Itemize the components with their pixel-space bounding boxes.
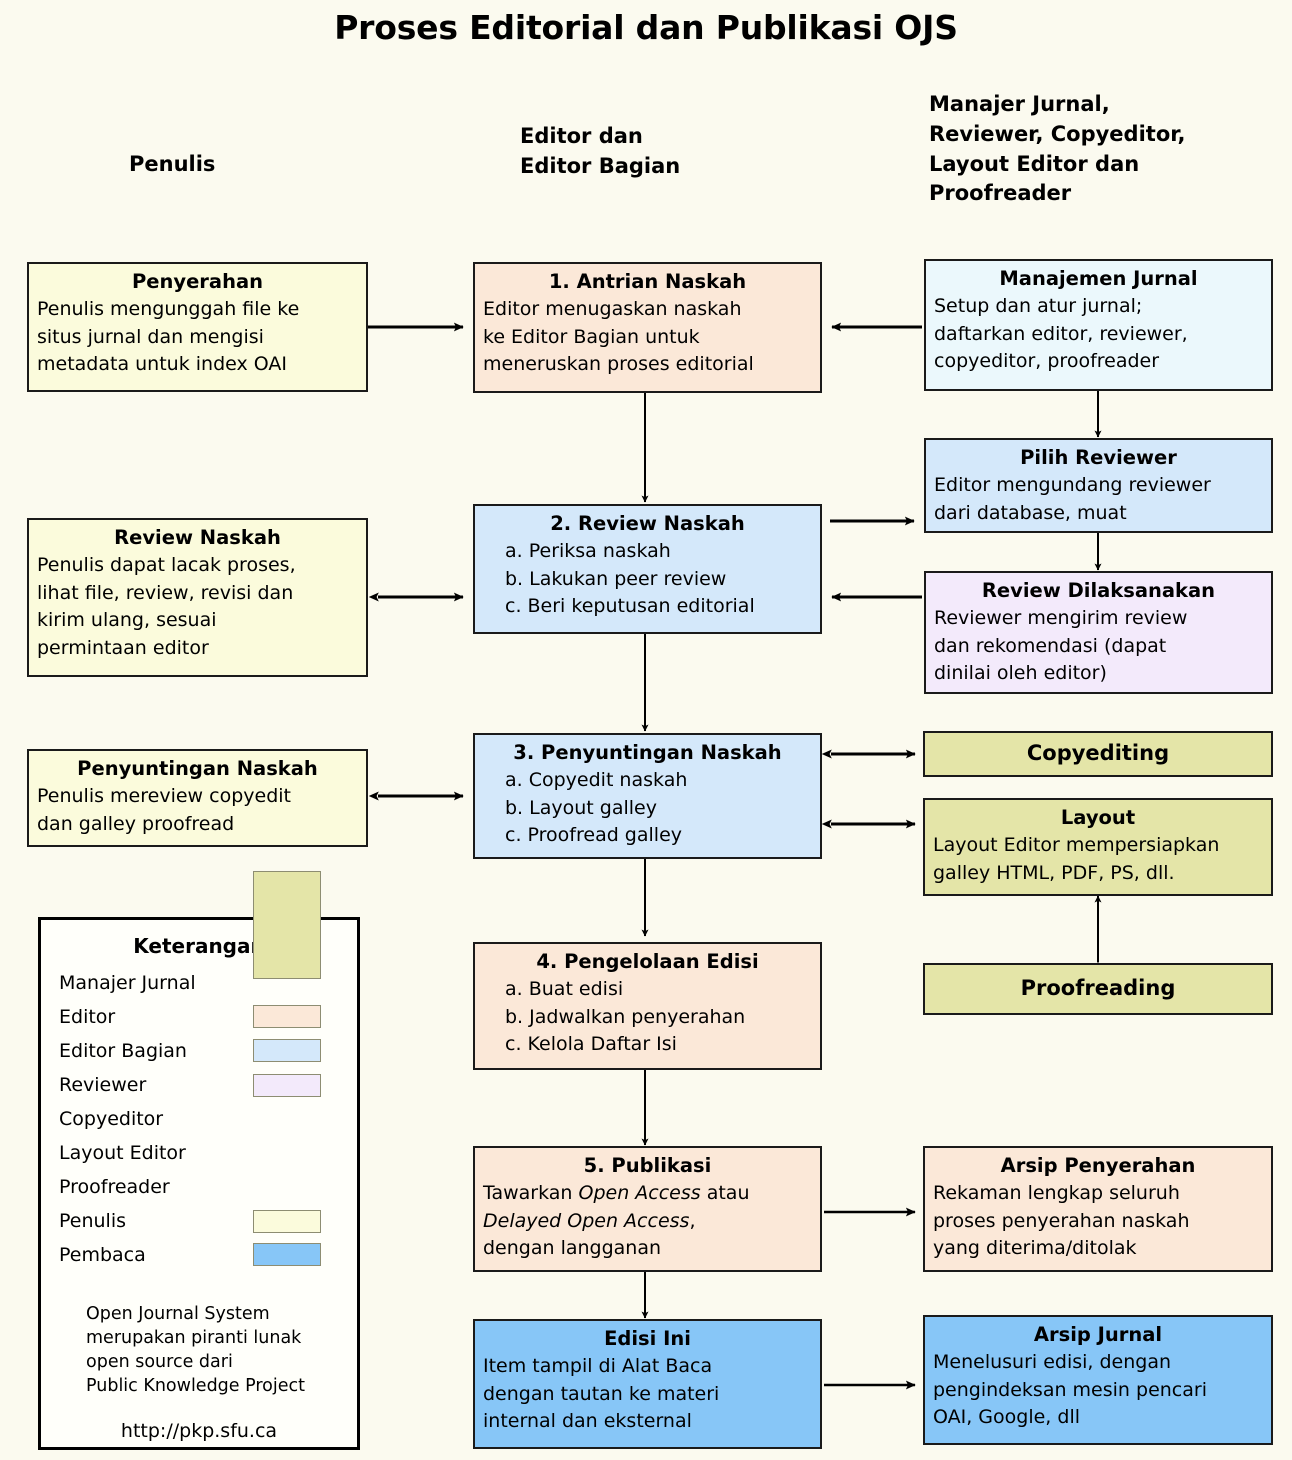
box-title: Edisi Ini xyxy=(604,1327,691,1350)
box-body: Editor menugaskan naskah ke Editor Bagia… xyxy=(483,298,754,376)
box-title: Review Naskah xyxy=(114,526,281,549)
box-pengelolaan-edisi[interactable]: 4. Pengelolaan Edisi a. Buat edisi b. Ja… xyxy=(473,942,822,1070)
legend-swatch-pembaca xyxy=(253,1243,321,1266)
legend-swatch-editor-bagian xyxy=(253,1039,321,1062)
legend-item-editor-bagian: Editor Bagian xyxy=(41,1034,357,1068)
column-header-penulis: Penulis xyxy=(129,152,216,176)
box-penyuntingan-naskah[interactable]: 3. Penyuntingan Naskah a. Copyedit naska… xyxy=(473,733,822,859)
box-review-naskah-penulis[interactable]: Review Naskah Penulis dapat lacak proses… xyxy=(27,518,368,677)
box-body: Menelusuri edisi, dengan pengindeksan me… xyxy=(933,1351,1207,1429)
box-penyerahan[interactable]: Penyerahan Penulis mengunggah file ke si… xyxy=(27,262,368,392)
box-title: 3. Penyuntingan Naskah xyxy=(513,741,782,764)
legend-swatch-penulis xyxy=(253,1210,321,1233)
box-title: Layout xyxy=(1060,806,1136,829)
box-body: Setup dan atur jurnal; daftarkan editor,… xyxy=(934,295,1188,373)
legend-item-penulis: Penulis xyxy=(41,1204,357,1238)
box-body: Penulis mereview copyedit dan galley pro… xyxy=(37,785,291,835)
box-edisi-ini[interactable]: Edisi Ini Item tampil di Alat Baca denga… xyxy=(473,1319,822,1449)
box-review-naskah[interactable]: 2. Review Naskah a. Periksa naskah b. La… xyxy=(473,504,822,634)
box-body: Penulis dapat lacak proses, lihat file, … xyxy=(37,554,296,659)
box-title: 1. Antrian Naskah xyxy=(548,270,747,293)
box-copyediting[interactable]: Copyediting xyxy=(923,731,1273,777)
box-review-dilaksanakan[interactable]: Review Dilaksanakan Reviewer mengirim re… xyxy=(924,571,1273,694)
legend-item-editor: Editor xyxy=(41,1000,357,1034)
column-header-editor: Editor dan Editor Bagian xyxy=(520,124,681,178)
box-arsip-jurnal[interactable]: Arsip Jurnal Menelusuri edisi, dengan pe… xyxy=(923,1315,1273,1445)
box-body: Penulis mengunggah file ke situs jurnal … xyxy=(37,298,300,376)
box-body: Layout Editor mempersiapkan galley HTML,… xyxy=(933,834,1220,884)
legend-item-layout-editor: Layout Editor xyxy=(59,1142,186,1164)
box-title: 5. Publikasi xyxy=(583,1154,712,1177)
box-title: 2. Review Naskah xyxy=(550,512,745,535)
box-layout[interactable]: Layout Layout Editor mempersiapkan galle… xyxy=(923,798,1273,896)
box-manajemen-jurnal[interactable]: Manajemen Jurnal Setup dan atur jurnal; … xyxy=(924,259,1273,391)
column-header-manajer: Manajer Jurnal, Reviewer, Copyeditor, La… xyxy=(929,92,1186,206)
legend-swatch-reviewer xyxy=(253,1074,321,1097)
box-title: Copyediting xyxy=(1026,741,1170,766)
box-body: a. Periksa naskah b. Lakukan peer review… xyxy=(505,540,755,618)
legend-swatch-editor xyxy=(253,1005,321,1028)
box-title: Manajemen Jurnal xyxy=(999,267,1198,290)
legend-title: Keterangan xyxy=(133,934,265,958)
box-arsip-penyerahan[interactable]: Arsip Penyerahan Rekaman lengkap seluruh… xyxy=(923,1146,1273,1272)
page-title: Proses Editorial dan Publikasi OJS xyxy=(334,8,958,47)
box-title: Penyuntingan Naskah xyxy=(77,757,318,780)
box-body: Item tampil di Alat Baca dengan tautan k… xyxy=(483,1355,720,1433)
box-body: Editor mengundang reviewer dari database… xyxy=(934,474,1211,524)
box-title: Arsip Penyerahan xyxy=(1000,1154,1196,1177)
legend-note: Open Journal System merupakan piranti lu… xyxy=(86,1304,305,1397)
box-title: Proofreading xyxy=(1020,976,1176,1001)
box-body: a. Buat edisi b. Jadwalkan penyerahan c.… xyxy=(505,978,746,1056)
box-penyuntingan-naskah-penulis[interactable]: Penyuntingan Naskah Penulis mereview cop… xyxy=(27,749,368,847)
box-title: Review Dilaksanakan xyxy=(981,579,1216,602)
box-title: 4. Pengelolaan Edisi xyxy=(536,950,759,973)
legend-item-proofreader: Proofreader xyxy=(59,1176,170,1198)
legend-item-reviewer: Reviewer xyxy=(41,1068,357,1102)
legend-item-pembaca: Pembaca xyxy=(41,1238,357,1272)
box-title: Pilih Reviewer xyxy=(1020,446,1177,469)
box-body: Rekaman lengkap seluruh proses penyeraha… xyxy=(933,1182,1190,1260)
box-title: Penyerahan xyxy=(131,270,264,293)
box-antrian-naskah[interactable]: 1. Antrian Naskah Editor menugaskan nask… xyxy=(473,262,822,393)
legend-item-copyeditor: Copyeditor xyxy=(59,1108,164,1130)
box-pilih-reviewer[interactable]: Pilih Reviewer Editor mengundang reviewe… xyxy=(924,438,1273,533)
legend-rows: Manajer Jurnal Editor Editor Bagian Revi… xyxy=(41,871,357,1272)
legend-item-manajer-jurnal: Manajer Jurnal xyxy=(59,972,196,994)
legend-url: http://pkp.sfu.ca xyxy=(120,1420,278,1442)
legend-panel: Keterangan Manajer Jurnal Editor Editor … xyxy=(38,871,360,1450)
legend-swatch-production xyxy=(253,871,321,979)
box-body: a. Copyedit naskah b. Layout galley c. P… xyxy=(505,769,688,847)
box-title: Arsip Jurnal xyxy=(1033,1323,1163,1346)
box-proofreading[interactable]: Proofreading xyxy=(923,963,1273,1015)
box-body: Reviewer mengirim review dan rekomendasi… xyxy=(934,607,1188,685)
